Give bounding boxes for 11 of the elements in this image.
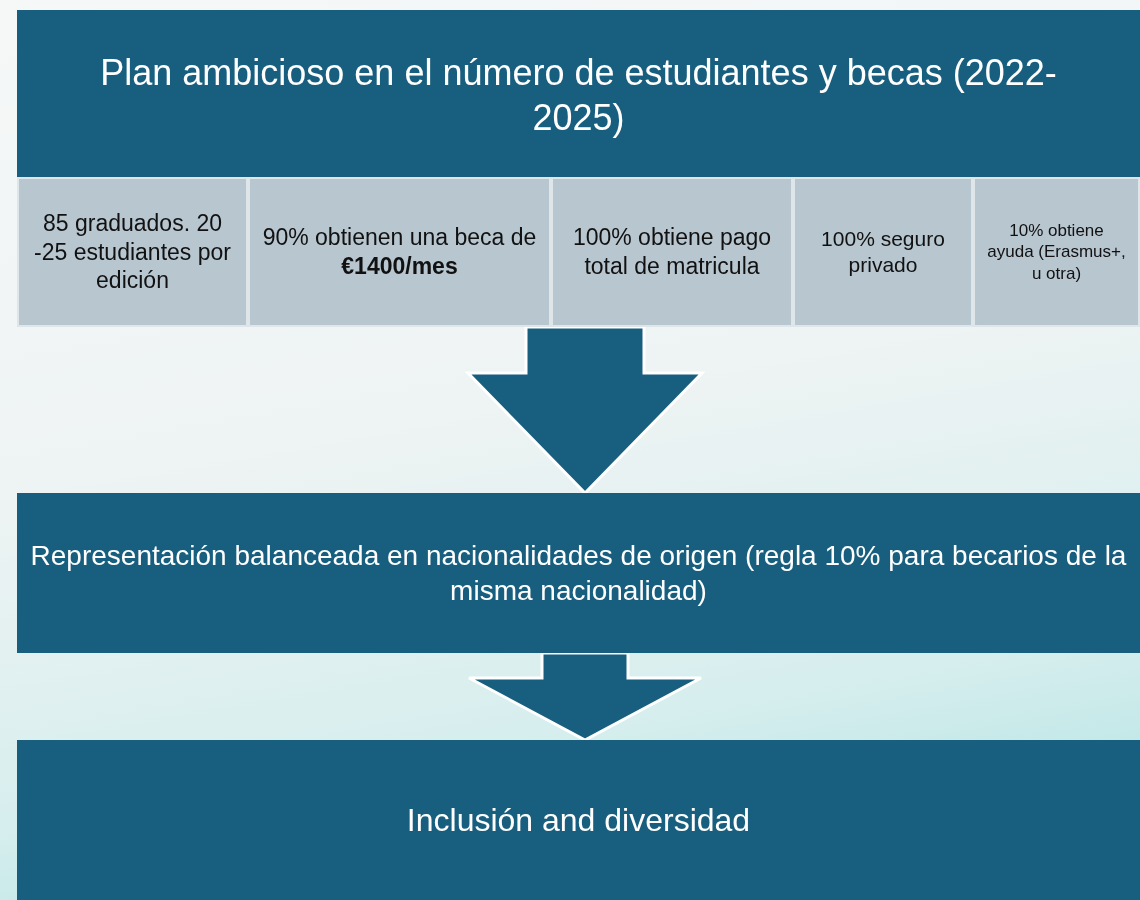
info-cell: 10% obtiene ayuda (Erasmus+, u otra) [973,177,1140,327]
block-arrow [467,651,703,742]
title-box [17,10,1140,327]
process-box: Representación balanceada en nacionalidades de origen (regla 10% para becarios de la misma nacionalidad) [17,493,1140,653]
info-cell: 85 graduados. 20 -25 estudiantes por edición [17,177,248,327]
heading: Plan ambicioso en el número de estudiantes y becas (2022-2025) [99,51,1058,140]
info-cell: 100% seguro privado [793,177,973,327]
info-cell: 100% obtiene pago total de matricula [551,177,793,327]
block-arrow [464,325,706,496]
process-box: Inclusión and diversidad [17,740,1140,900]
info-cell: 90% obtienen una beca de €1400/mes [248,177,551,327]
